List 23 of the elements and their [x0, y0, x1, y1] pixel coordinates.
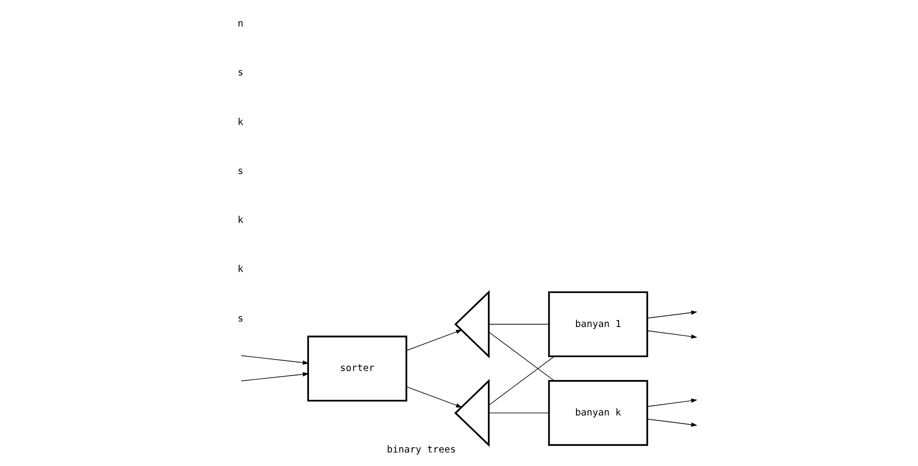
connector — [488, 355, 554, 405]
label: n — [237, 18, 243, 30]
node-box: sorter — [306, 335, 407, 402]
arrow — [406, 386, 462, 407]
arrow — [646, 310, 697, 318]
label: s — [237, 312, 243, 324]
connector — [488, 331, 554, 381]
label: s — [237, 165, 243, 176]
arrow — [240, 354, 308, 364]
label: k — [237, 116, 243, 128]
arrow — [646, 330, 697, 338]
connector — [488, 323, 549, 324]
label: s — [237, 67, 243, 78]
arrow — [406, 329, 462, 350]
node-label: binary trees — [386, 444, 456, 456]
arrow — [646, 398, 697, 406]
connector — [488, 412, 549, 413]
label: k — [237, 264, 243, 275]
node-box: banyan k — [548, 380, 648, 446]
label: k — [237, 214, 243, 226]
arrow — [646, 418, 697, 426]
arrow — [240, 372, 308, 381]
node-box: banyan 1 — [548, 290, 648, 357]
